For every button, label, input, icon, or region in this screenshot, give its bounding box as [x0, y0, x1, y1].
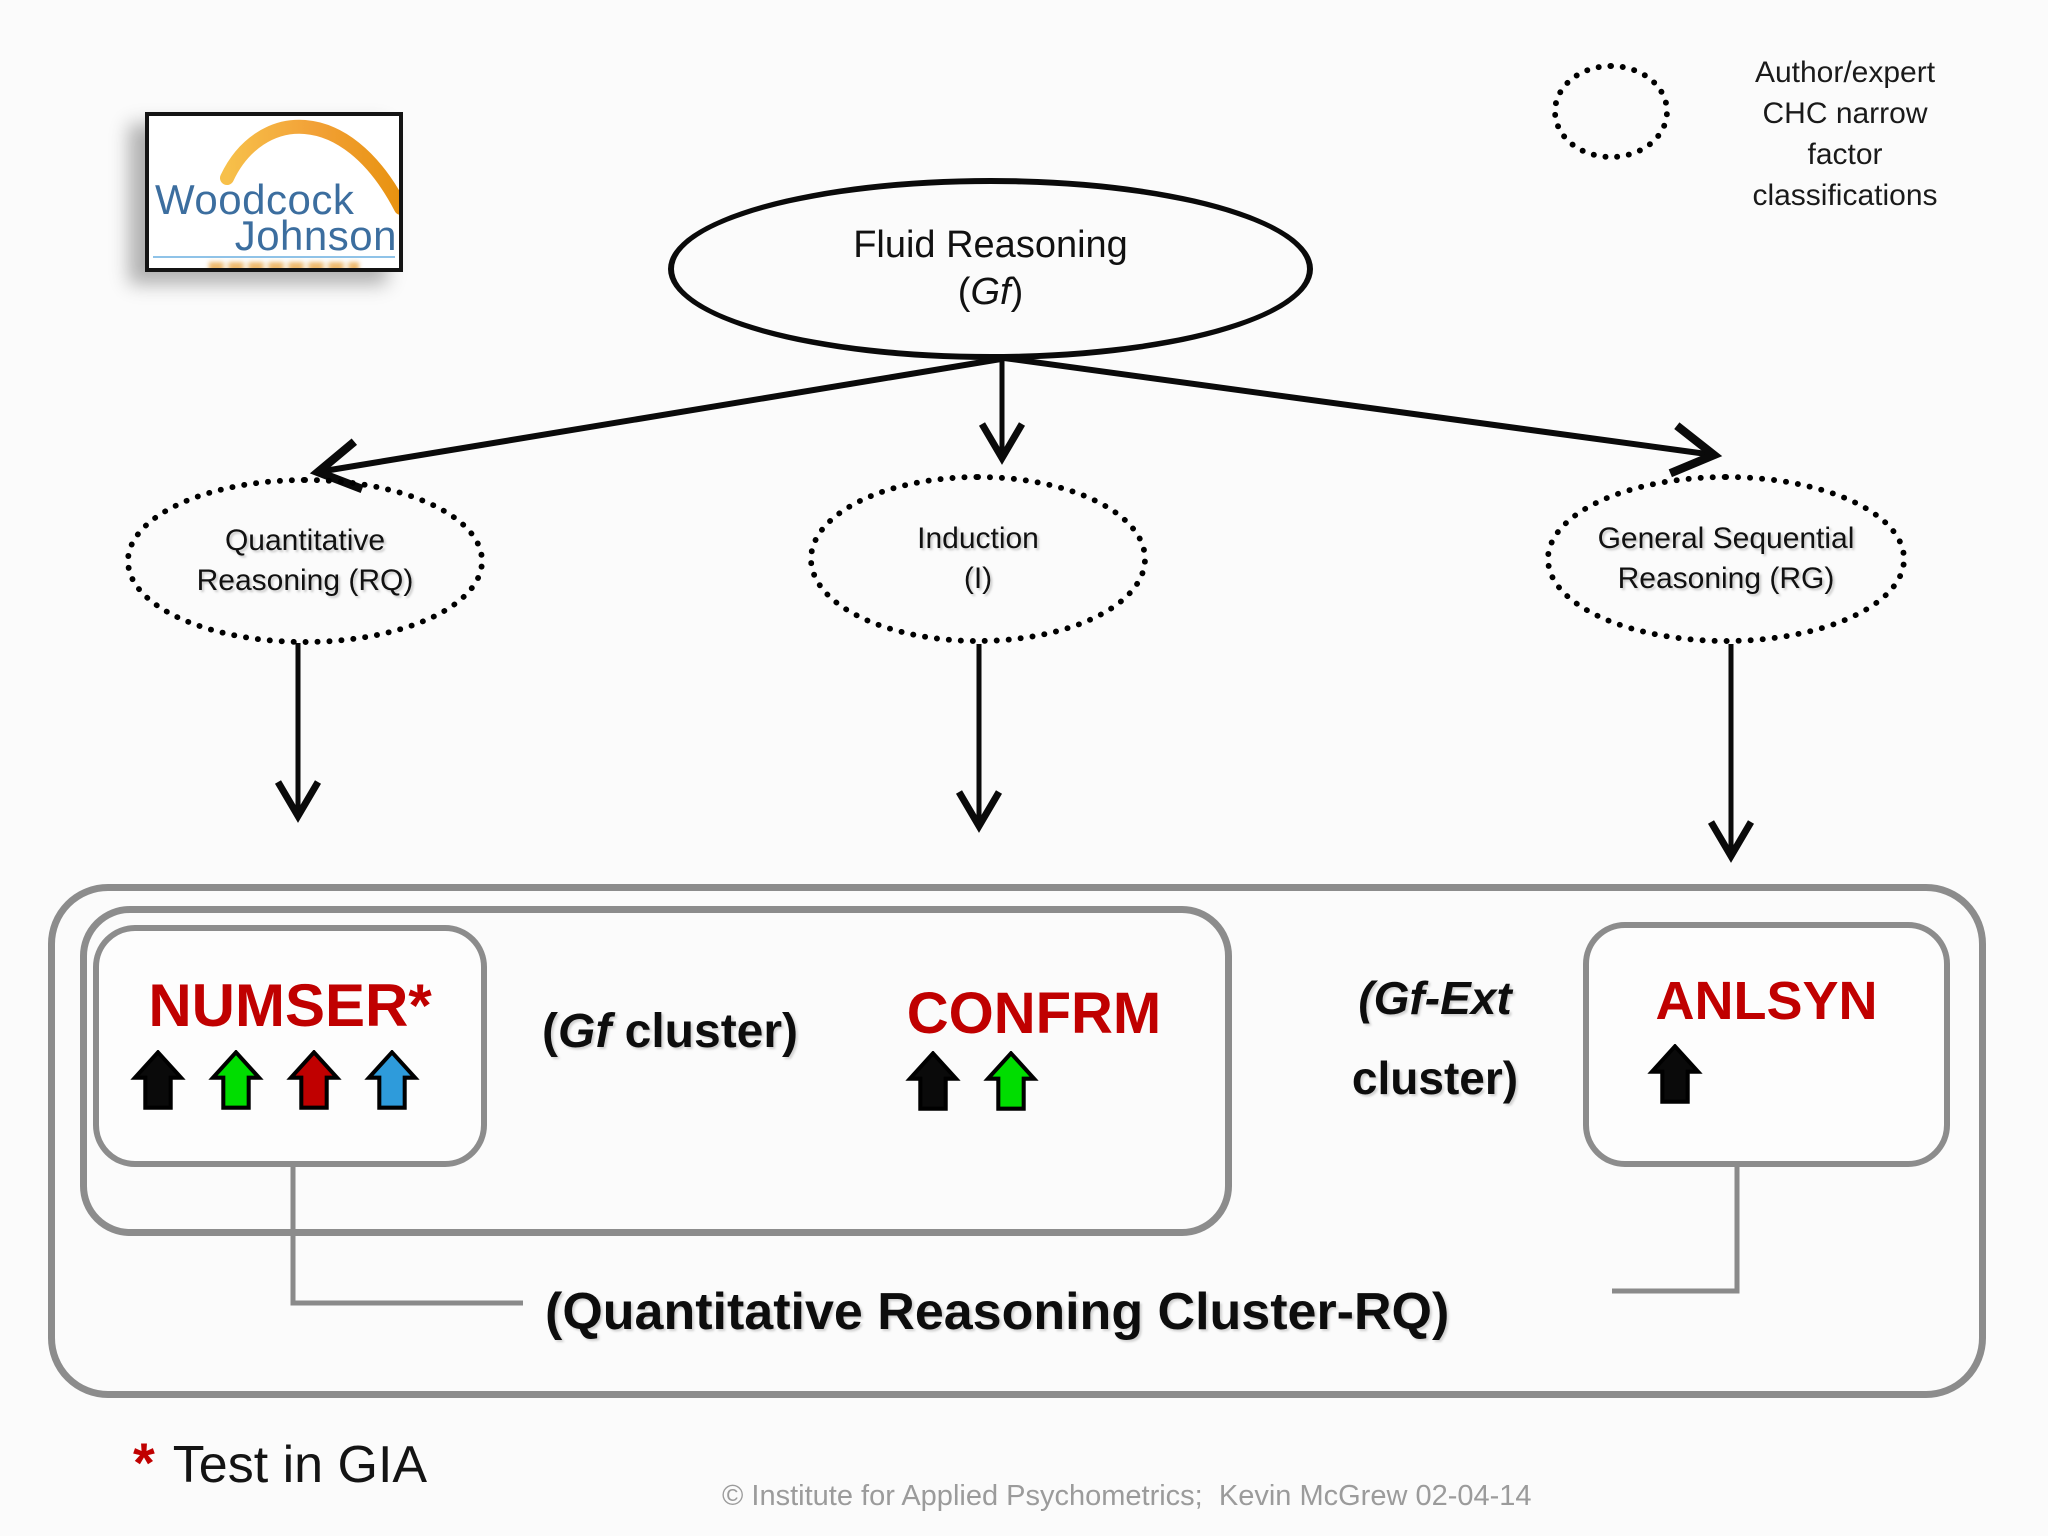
legend-caption: Author/expert CHC narrow factor classifi… [1700, 52, 1990, 216]
logo-divider [153, 256, 395, 258]
test-label-confrm: CONFRM [906, 981, 1162, 1046]
legend-line: factor [1807, 138, 1883, 171]
logo-tagline-blurred [209, 262, 359, 268]
node-line: (I) [963, 562, 993, 595]
node-line: General Sequential [1597, 522, 1855, 555]
up-arrow-green [983, 1051, 1039, 1111]
node-quantitative-reasoning: Quantitative Reasoning (RQ) [125, 477, 485, 645]
node-abbrev: (Gf) [957, 271, 1024, 313]
logo-word-woodcock: Woodcock [155, 176, 355, 223]
legend-line: classifications [1752, 179, 1938, 212]
legend-dotted-ellipse [1552, 63, 1670, 160]
quantitative-reasoning-cluster-box [48, 884, 1986, 1398]
node-general-sequential-reasoning: General Sequential Reasoning (RG) [1545, 474, 1907, 644]
up-arrow-green [208, 1050, 264, 1110]
node-induction: Induction (I) [808, 474, 1148, 644]
test-box-numser: NUMSER* [93, 925, 487, 1167]
up-arrow-blue [364, 1050, 420, 1110]
test-label-numser: NUMSER* [148, 972, 432, 1039]
logo-swoosh-icon [220, 119, 399, 215]
numser-growth-arrows [127, 1050, 481, 1110]
anlsyn-growth-arrows [1644, 1044, 1944, 1104]
gf-cluster-box [80, 906, 1232, 1236]
test-label-anlsyn: ANLSYN [1655, 971, 1878, 1031]
node-title: Fluid Reasoning [853, 224, 1128, 266]
up-arrow-red [286, 1050, 342, 1110]
up-arrow-black [1647, 1044, 1703, 1104]
up-arrow-black [130, 1050, 186, 1110]
node-line: Quantitative [224, 524, 386, 557]
gfext-cluster-label: (Gf-Ext cluster) [1351, 972, 1519, 1104]
node-line: Induction [917, 522, 1039, 555]
test-confrm: CONFRM [878, 980, 1190, 1111]
rq-cluster-label: (Quantitative Reasoning Cluster-RQ) [545, 1283, 1450, 1341]
node-line: Reasoning (RQ) [196, 564, 414, 597]
legend-line: CHC narrow [1762, 97, 1928, 130]
woodcock-johnson-logo: Woodcock Johnson [145, 112, 403, 272]
footnote-test-in-gia: *Test in GIA [133, 1431, 428, 1494]
node-fluid-reasoning: Fluid Reasoning (Gf) [668, 178, 1313, 360]
test-box-anlsyn: ANLSYN [1583, 922, 1950, 1167]
legend-line: Author/expert [1754, 56, 1936, 89]
gf-cluster-label: (Gf cluster) [542, 1005, 799, 1058]
arrow-gf-to-rq [309, 356, 1002, 493]
node-line: Reasoning (RG) [1617, 562, 1835, 595]
footnote-asterisk: * [133, 1431, 155, 1494]
confrm-growth-arrows [902, 1051, 1190, 1111]
logo-word-johnson: Johnson [234, 212, 397, 259]
up-arrow-black [905, 1051, 961, 1111]
arrow-gf-to-rg [1003, 355, 1723, 478]
copyright-line: © Institute for Applied Psychometrics; K… [722, 1480, 1532, 1512]
